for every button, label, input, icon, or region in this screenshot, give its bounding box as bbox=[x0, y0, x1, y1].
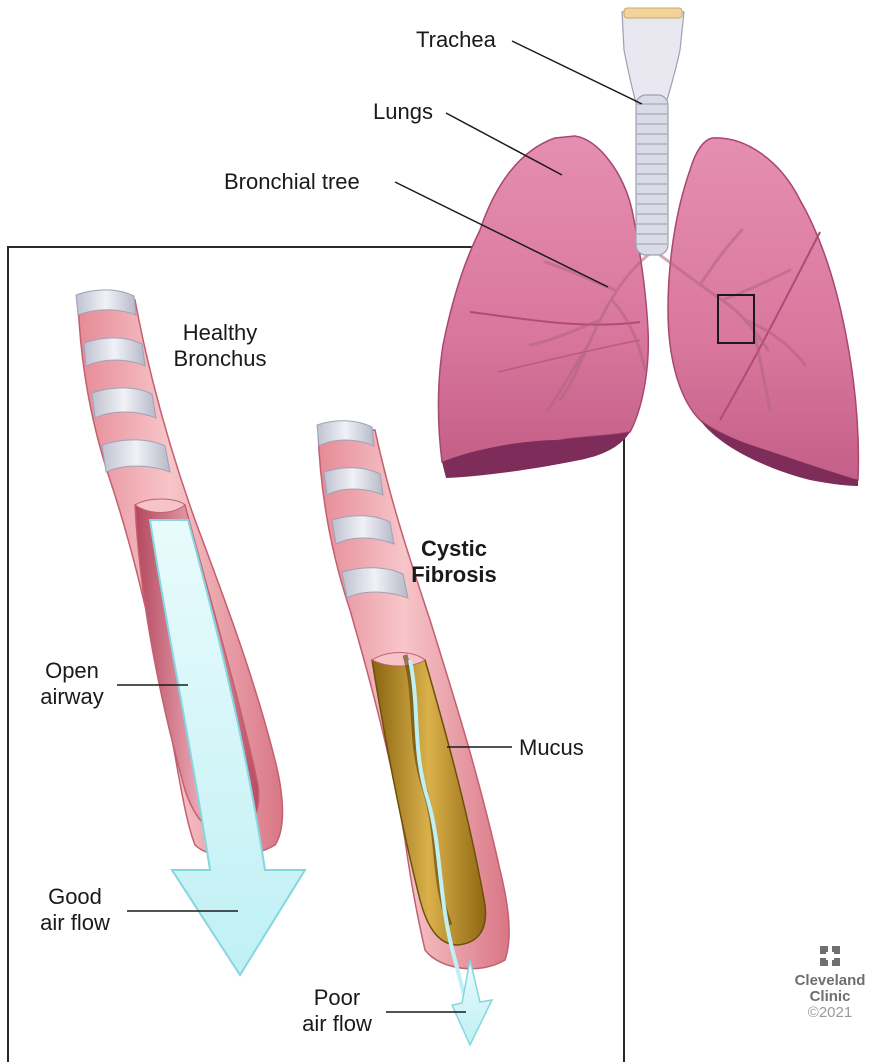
logo-line2: Clinic bbox=[790, 989, 870, 1005]
logo-copyright: ©2021 bbox=[790, 1005, 870, 1021]
label-healthy-bronchus: Healthy Bronchus bbox=[150, 320, 290, 372]
label-open-airway: Open airway bbox=[22, 658, 122, 710]
label-open-line2: airway bbox=[22, 684, 122, 710]
label-bronchial-tree: Bronchial tree bbox=[224, 169, 360, 195]
label-mucus: Mucus bbox=[519, 735, 584, 761]
label-trachea: Trachea bbox=[416, 27, 496, 53]
label-cystic-line1: Cystic bbox=[404, 536, 504, 562]
logo-line1: Cleveland bbox=[790, 973, 870, 989]
cleveland-clinic-mark-icon bbox=[819, 945, 841, 967]
label-poor-air-flow: Poor air flow bbox=[282, 985, 392, 1037]
label-lungs: Lungs bbox=[373, 99, 433, 125]
lungs-illustration bbox=[438, 8, 858, 486]
label-healthy-line2: Bronchus bbox=[150, 346, 290, 372]
label-good-air-flow: Good air flow bbox=[20, 884, 130, 936]
label-cystic-line2: Fibrosis bbox=[404, 562, 504, 588]
label-poor-line1: Poor bbox=[282, 985, 392, 1011]
label-good-line2: air flow bbox=[20, 910, 130, 936]
label-healthy-line1: Healthy bbox=[150, 320, 290, 346]
label-cystic-fibrosis: Cystic Fibrosis bbox=[404, 536, 504, 588]
label-poor-line2: air flow bbox=[282, 1011, 392, 1037]
cleveland-clinic-logo: Cleveland Clinic ©2021 bbox=[790, 945, 870, 1021]
label-good-line1: Good bbox=[20, 884, 130, 910]
label-open-line1: Open bbox=[22, 658, 122, 684]
